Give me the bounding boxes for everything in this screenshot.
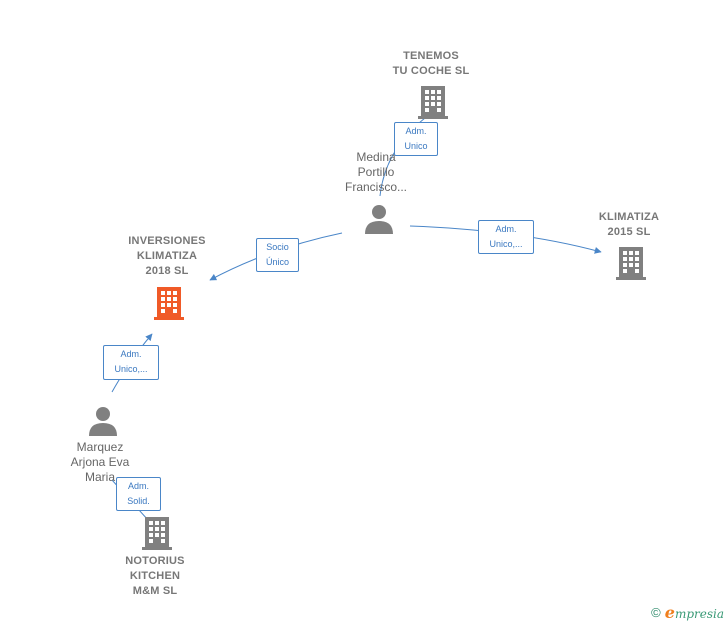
node-label-marquez[interactable]: Marquez Arjona Eva Maria	[70, 440, 130, 484]
building-icon[interactable]	[417, 84, 449, 120]
node-label-medina[interactable]: Medina Portillo Francisco...	[344, 150, 408, 194]
node-label-inversiones[interactable]: INVERSIONES KLIMATIZA 2018 SL	[128, 235, 206, 277]
node-label-klimatiza2015[interactable]: KLIMATIZA 2015 SL	[598, 211, 660, 238]
person-icon[interactable]	[363, 203, 395, 235]
node-label-notorius[interactable]: NOTORIUS KITCHEN M&M SL	[125, 555, 185, 597]
edge-label-marquez-inversiones[interactable]: Adm. Unico,...	[103, 345, 159, 380]
person-icon[interactable]	[87, 405, 119, 437]
copyright-brand: © empresia	[651, 603, 724, 622]
edge-label-marquez-notorius[interactable]: Adm. Solid.	[116, 477, 161, 511]
copyright-icon: ©	[651, 605, 661, 620]
node-label-tenemos[interactable]: TENEMOS TU COCHE SL	[392, 50, 470, 77]
edge-label-medina-klimatiza[interactable]: Adm. Unico,...	[478, 220, 534, 254]
edge-label-medina-inversiones[interactable]: Socio Único	[256, 238, 299, 272]
empresia-logo: empresia	[664, 603, 724, 622]
edge-label-medina-tenemos[interactable]: Adm. Unico	[394, 122, 438, 156]
building-icon[interactable]	[141, 515, 173, 551]
building-icon[interactable]	[615, 245, 647, 281]
building-icon[interactable]	[153, 285, 185, 321]
